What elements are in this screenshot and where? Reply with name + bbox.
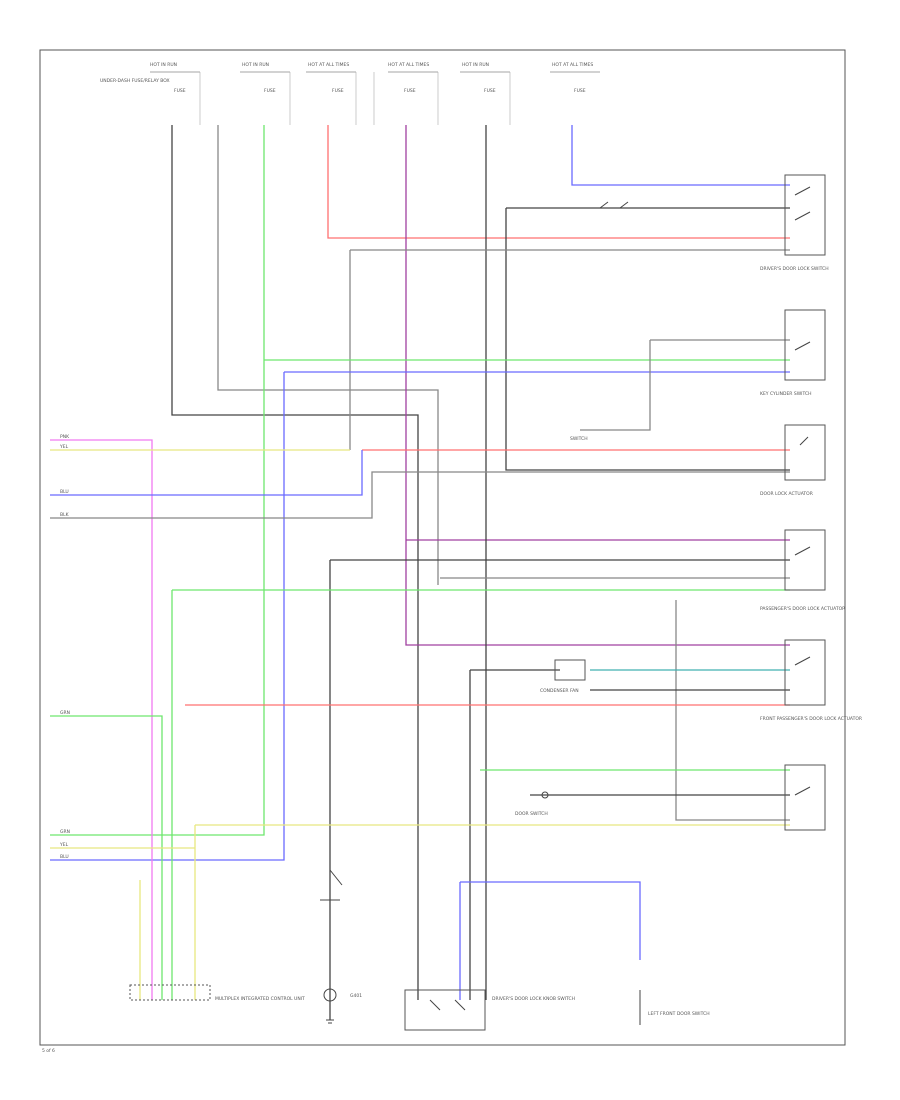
wire-tag-5: GRN [60, 710, 70, 716]
right-components: DRIVER'S DOOR LOCK SWITCH KEY CYLINDER S… [760, 174, 862, 831]
fuse-label-4: HOT AT ALL TIMES [388, 62, 429, 68]
middle-components: CONDENSER FAN DOOR SWITCH SWITCH [515, 201, 629, 817]
wire-tag-7: YEL [59, 842, 69, 848]
wire-tag-1: PNK [60, 434, 70, 440]
fuse-name-1: FUSE [174, 88, 186, 94]
fuse-box-label: UNDER-DASH FUSE/RELAY BOX [100, 78, 170, 84]
wire-tag-3: BLU [60, 489, 69, 495]
fuse-name-4: FUSE [404, 88, 416, 94]
switch-label: SWITCH [570, 436, 588, 442]
fuse-name-2: FUSE [264, 88, 276, 94]
component-label-3: DOOR LOCK ACTUATOR [760, 491, 813, 497]
component-label-4: PASSENGER'S DOOR LOCK ACTUATOR [760, 606, 845, 612]
knob-switch-label: DRIVER'S DOOR LOCK KNOB SWITCH [492, 996, 575, 1002]
diagram-frame [39, 49, 846, 1046]
wire-tag-8: BLU [60, 854, 69, 860]
ground-label: G401 [350, 993, 362, 999]
wire-tag-2: YEL [59, 444, 69, 450]
condenser-fan-label: CONDENSER FAN [540, 688, 579, 694]
control-unit-label: MULTIPLEX INTEGRATED CONTROL UNIT [215, 996, 305, 1002]
component-label-2: KEY CYLINDER SWITCH [760, 391, 812, 397]
fuse-name-5: FUSE [484, 88, 496, 94]
fuse-name-6: FUSE [574, 88, 586, 94]
fuse-label-3: HOT AT ALL TIMES [308, 62, 349, 68]
left-wire-tags: PNK YEL BLU BLK GRN GRN YEL BLU [59, 434, 70, 860]
fuse-name-3: FUSE [332, 88, 344, 94]
fuse-label-1: HOT IN RUN [150, 62, 177, 68]
door-switch-label: DOOR SWITCH [515, 811, 548, 817]
horizontal-wires [50, 207, 790, 1020]
page-tag: 5 of 6 [42, 1048, 55, 1054]
wire-tag-6: GRN [60, 829, 70, 835]
wire-tag-4: BLK [60, 512, 70, 518]
component-label-1: DRIVER'S DOOR LOCK SWITCH [760, 266, 829, 272]
vertical-wires [50, 125, 790, 1000]
fuse-label-2: HOT IN RUN [242, 62, 269, 68]
bottom-components: MULTIPLEX INTEGRATED CONTROL UNIT G401 D… [129, 869, 710, 1031]
fuse-label-5: HOT IN RUN [462, 62, 489, 68]
fuse-label-6: HOT AT ALL TIMES [552, 62, 593, 68]
component-label-5: FRONT PASSENGER'S DOOR LOCK ACTUATOR [760, 716, 862, 722]
fuse-headers: HOT IN RUN HOT IN RUN HOT AT ALL TIMES H… [100, 62, 600, 125]
left-door-switch-label: LEFT FRONT DOOR SWITCH [648, 1011, 710, 1017]
